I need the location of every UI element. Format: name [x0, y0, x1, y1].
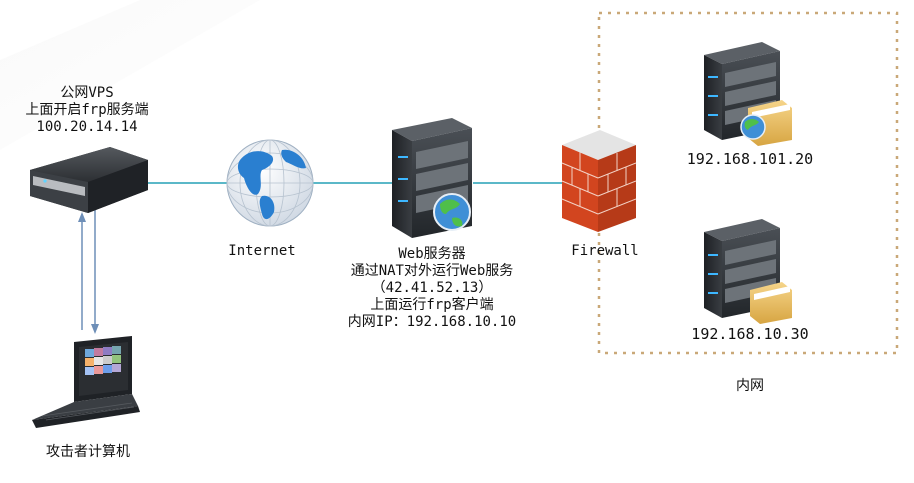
server2-ip: 192.168.10.30 — [691, 325, 809, 343]
vps-label-line1: 公网VPS — [60, 85, 114, 101]
web-server-label-line4: 上面运行frp客户端 — [370, 297, 494, 313]
web-server-label-line1: Web服务器 — [398, 246, 466, 262]
server-folder-icon-2 — [704, 219, 792, 324]
intranet-boundary — [597, 11, 899, 355]
intranet-label: 内网 — [736, 378, 764, 394]
laptop-icon — [32, 336, 140, 428]
server-folder-icon — [704, 42, 792, 146]
web-server-label-line3: （42.41.52.13） — [371, 280, 493, 296]
vps-server-icon — [30, 147, 148, 213]
firewall-label: Firewall — [571, 243, 639, 259]
globe-icon — [226, 139, 314, 227]
arrow-attacker-to-vps — [91, 208, 99, 334]
server1-ip: 192.168.101.20 — [686, 150, 814, 168]
web-server-label-line2: 通过NAT对外运行Web服务 — [350, 263, 514, 279]
vps-label-line3: 100.20.14.14 — [36, 119, 138, 135]
arrow-vps-to-attacker — [78, 212, 86, 330]
vps-label-line2: 上面开启frp服务端 — [25, 102, 149, 118]
web-server-icon — [392, 118, 472, 238]
web-server-label-line5: 内网IP：192.168.10.10 — [347, 314, 517, 330]
background-band — [0, 0, 260, 150]
firewall-icon — [561, 130, 637, 232]
vps-label: 公网VPS 上面开启frp服务端 100.20.14.14 — [12, 85, 162, 136]
web-server-label: Web服务器 通过NAT对外运行Web服务 （42.41.52.13） 上面运行… — [302, 246, 562, 331]
internet-label: Internet — [228, 243, 296, 259]
attacker-label: 攻击者计算机 — [46, 444, 130, 460]
